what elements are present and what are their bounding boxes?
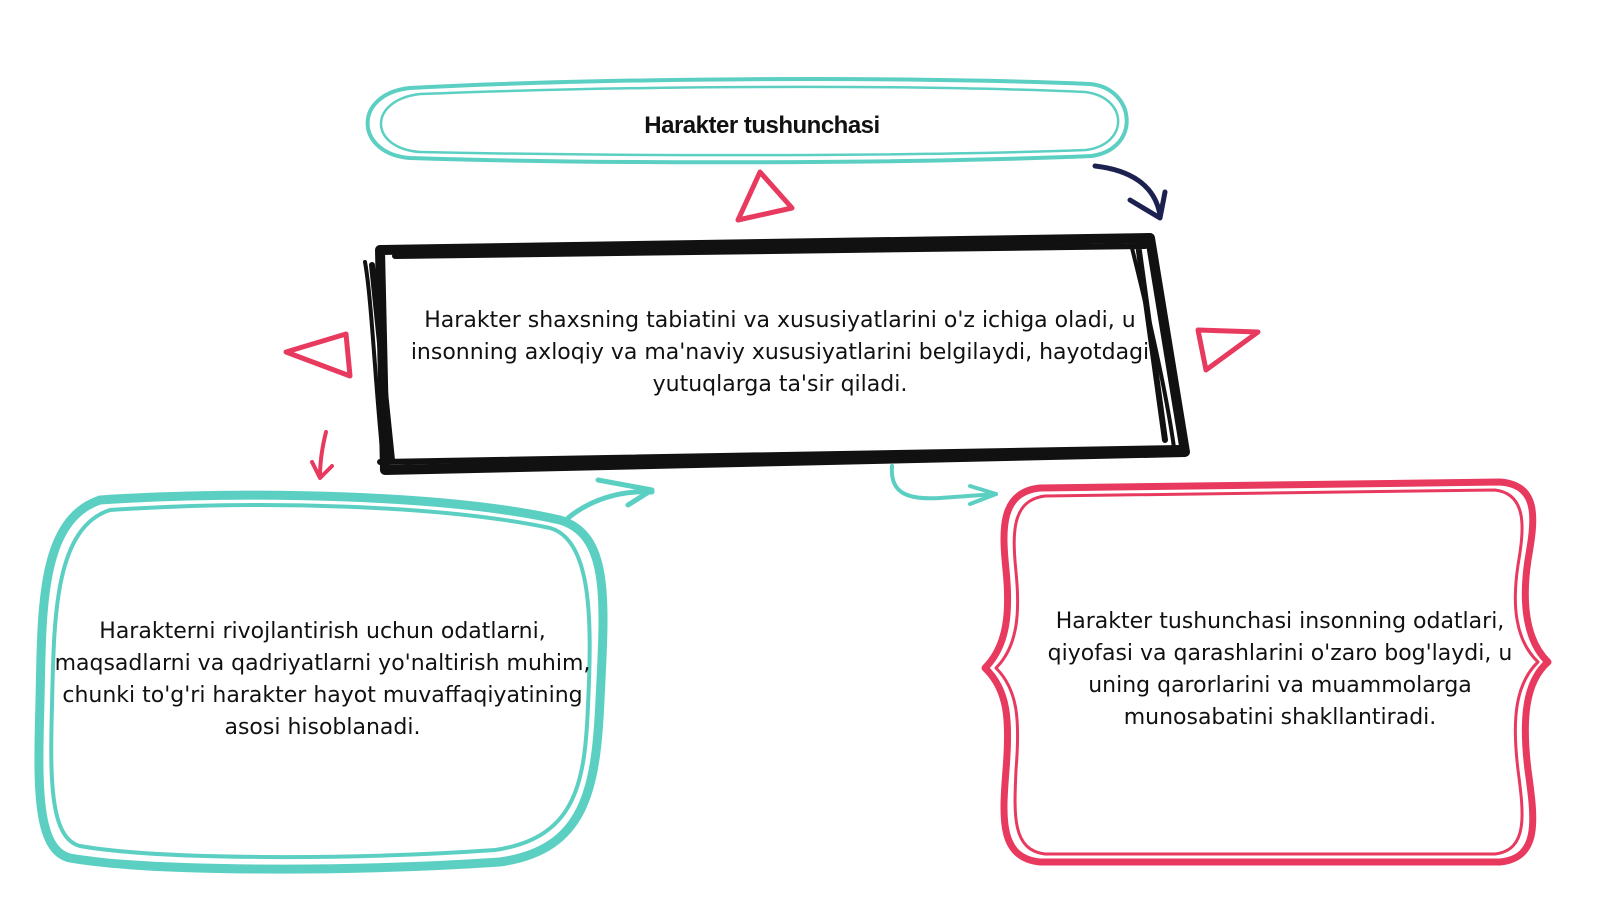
center-box-outline xyxy=(363,233,1190,475)
right-node-stroke-1 xyxy=(981,478,1552,866)
center-node-text: Harakter shaxsning tabiatini va xususiya… xyxy=(410,307,1150,397)
triangle-top-icon xyxy=(735,169,795,223)
arrow-center-to-right-icon xyxy=(889,464,998,506)
arrow-left-to-center-icon xyxy=(565,477,655,521)
triangle-left-icon xyxy=(283,331,353,379)
center-box-stroke-2 xyxy=(369,241,1183,465)
center-box-stroke-3 xyxy=(363,238,1177,470)
right-node-text: Harakter tushunchasi insonning odatlari,… xyxy=(1047,609,1513,730)
title-pill-outline xyxy=(365,77,1129,165)
left-node-outline xyxy=(34,490,608,874)
left-node-stroke-1 xyxy=(34,490,608,874)
right-node-stroke-2 xyxy=(994,488,1540,856)
title-pill-stroke-2 xyxy=(379,85,1120,157)
right-node-outline xyxy=(981,478,1552,866)
title-pill-stroke-1 xyxy=(365,77,1129,165)
triangle-markers xyxy=(283,169,1261,379)
left-node-text: Harakterni rivojlantirish uchun odatlarn… xyxy=(54,619,591,740)
arrow-center-to-left-small-icon xyxy=(310,430,334,480)
diagram-title: Harakter tushunchasi xyxy=(644,112,880,139)
triangle-right-icon xyxy=(1195,327,1261,373)
left-node-stroke-2 xyxy=(49,503,592,860)
arrow-title-to-center-icon xyxy=(1092,163,1168,221)
